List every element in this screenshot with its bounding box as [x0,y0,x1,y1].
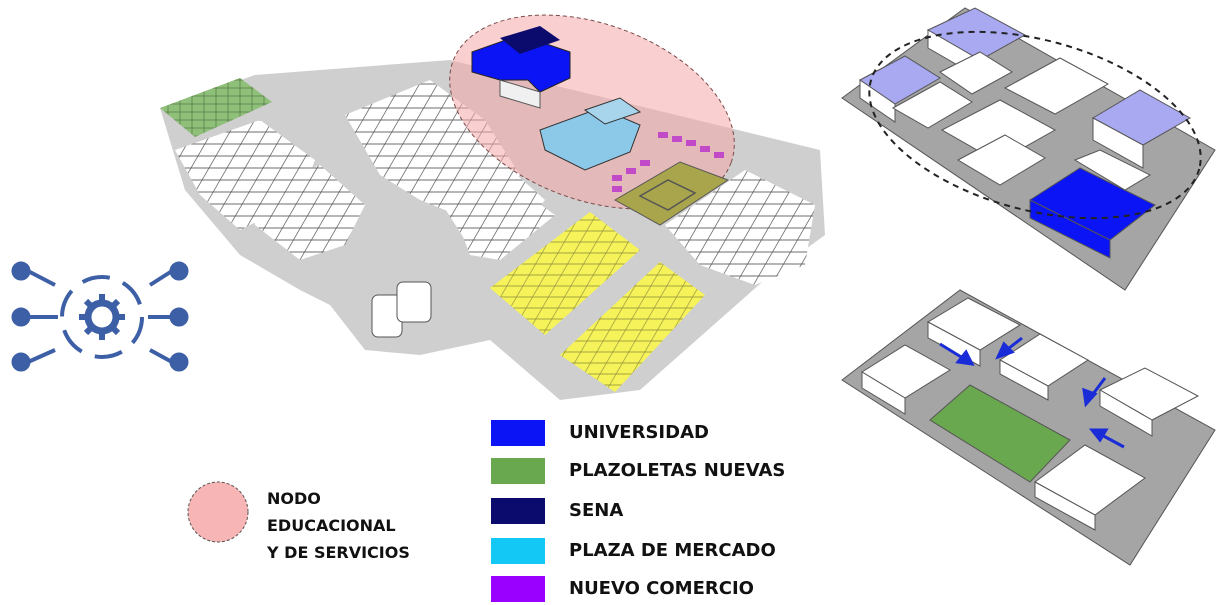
legend-swatch-universidad [491,420,545,446]
blue-flow-arrow-icon [939,336,1125,449]
legend-label-nuevo-comercio: NUEVO COMERCIO [569,578,754,599]
legend-swatch-sena [491,498,545,524]
legend-label-universidad: UNIVERSIDAD [569,422,709,443]
diagram-node-dashed-ellipse [868,30,1202,220]
node-legend-line-1: NODO [267,489,321,508]
new-commerce-stalls [612,132,724,192]
new-plaza-west [160,78,272,137]
market-plaza-building [539,97,642,171]
node-legend-line-2: EDUCACIONAL [267,516,396,535]
diagram-new-plaza [841,289,1216,566]
neighborhood-model [160,14,825,400]
legend-label-plaza-mercado: PLAZA DE MERCADO [569,540,776,561]
legend-label-plazoletas: PLAZOLETAS NUEVAS [569,460,786,481]
tower-buildings [371,281,432,338]
node-legend-circle [187,481,249,543]
legend-swatch-plazoletas [491,458,545,484]
block-cluster-center-south [455,190,555,260]
diagram-educational-node [841,7,1216,291]
block-cluster-south [250,165,365,260]
node-legend-label: NODO EDUCACIONAL Y DE SERVICIOS [267,485,410,566]
olive-square [613,161,730,226]
legend-label-sena: SENA [569,500,624,521]
node-legend-line-3: Y DE SERVICIOS [267,543,410,562]
yellow-commerce-block-south [560,262,705,392]
diagram-green-plaza [929,384,1071,483]
block-cluster-east [665,170,815,285]
olive-square-diamond [638,179,697,211]
legend-swatch-plaza-mercado [491,538,545,564]
yellow-commerce-block-north [490,212,640,335]
gear-network-icon [11,261,189,372]
university-building [471,26,571,109]
legend-swatch-nuevo-comercio [491,576,545,602]
